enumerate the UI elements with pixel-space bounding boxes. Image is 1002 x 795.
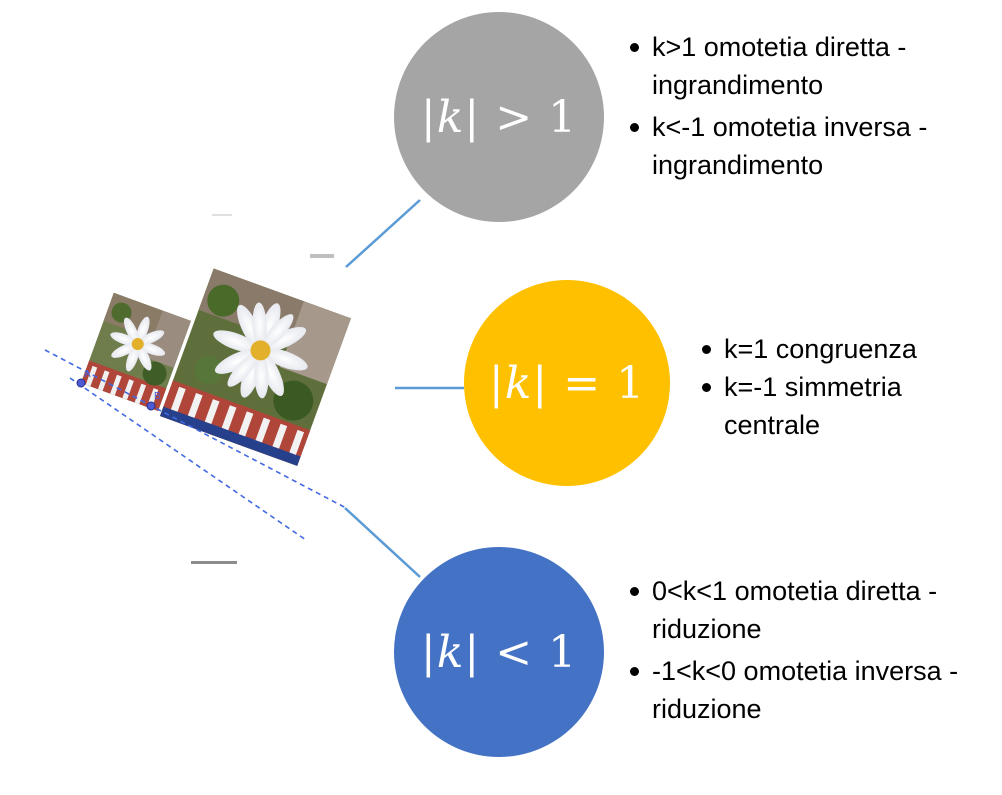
circle-k-less-1: |k| < 1: [394, 547, 604, 757]
operator: <: [495, 626, 534, 678]
daisy-large-icon: [213, 302, 308, 399]
bullet-item: k<-1 omotetia inversa - ingrandimento: [626, 108, 966, 184]
number: 1: [548, 91, 578, 143]
point-a: [76, 378, 86, 388]
circle-k-equal-1: |k| = 1: [464, 280, 670, 486]
daisy-small-icon: [110, 316, 166, 372]
number: 1: [616, 357, 646, 409]
dashed-line-upper: [44, 349, 347, 509]
abs-close: |: [464, 626, 481, 678]
image-edge-fragment: [212, 214, 232, 216]
bullet-item: k>1 omotetia diretta - ingrandimento: [626, 28, 966, 104]
bullet-list-greater: k>1 omotetia diretta - ingrandimento k<-…: [626, 28, 966, 184]
connector-line-bottom: [344, 507, 421, 578]
var-k: k: [436, 91, 465, 143]
operator: =: [563, 357, 602, 409]
abs-close: |: [532, 357, 549, 409]
photo-small: [80, 292, 191, 412]
number: 1: [548, 626, 578, 678]
operator: >: [495, 91, 534, 143]
var-k: k: [436, 626, 465, 678]
image-edge-fragment: [310, 254, 334, 258]
bullet-list-equal: k=1 congruenza k=-1 simmetria centrale: [698, 330, 988, 444]
bullet-item: k=-1 simmetria centrale: [698, 368, 988, 444]
photo-large: [160, 268, 351, 466]
bullet-item: -1<k<0 omotetia inversa - riduzione: [626, 652, 966, 728]
abs-open: |: [420, 91, 437, 143]
dashed-line-lower: [69, 377, 307, 541]
var-k: k: [504, 357, 533, 409]
bullet-list-less: 0<k<1 omotetia diretta - riduzione -1<k<…: [626, 572, 966, 728]
bullet-item: 0<k<1 omotetia diretta - riduzione: [626, 572, 966, 648]
point-b: [146, 401, 156, 411]
bullet-item: k=1 congruenza: [698, 330, 988, 368]
connector-line-top: [345, 199, 421, 268]
abs-close: |: [464, 91, 481, 143]
abs-open: |: [488, 357, 505, 409]
point-a-label: A: [84, 369, 91, 380]
circle-k-greater-1: |k| > 1: [394, 12, 604, 222]
point-b-label: B: [154, 391, 161, 402]
abs-open: |: [420, 626, 437, 678]
image-edge-fragment: [191, 561, 237, 564]
